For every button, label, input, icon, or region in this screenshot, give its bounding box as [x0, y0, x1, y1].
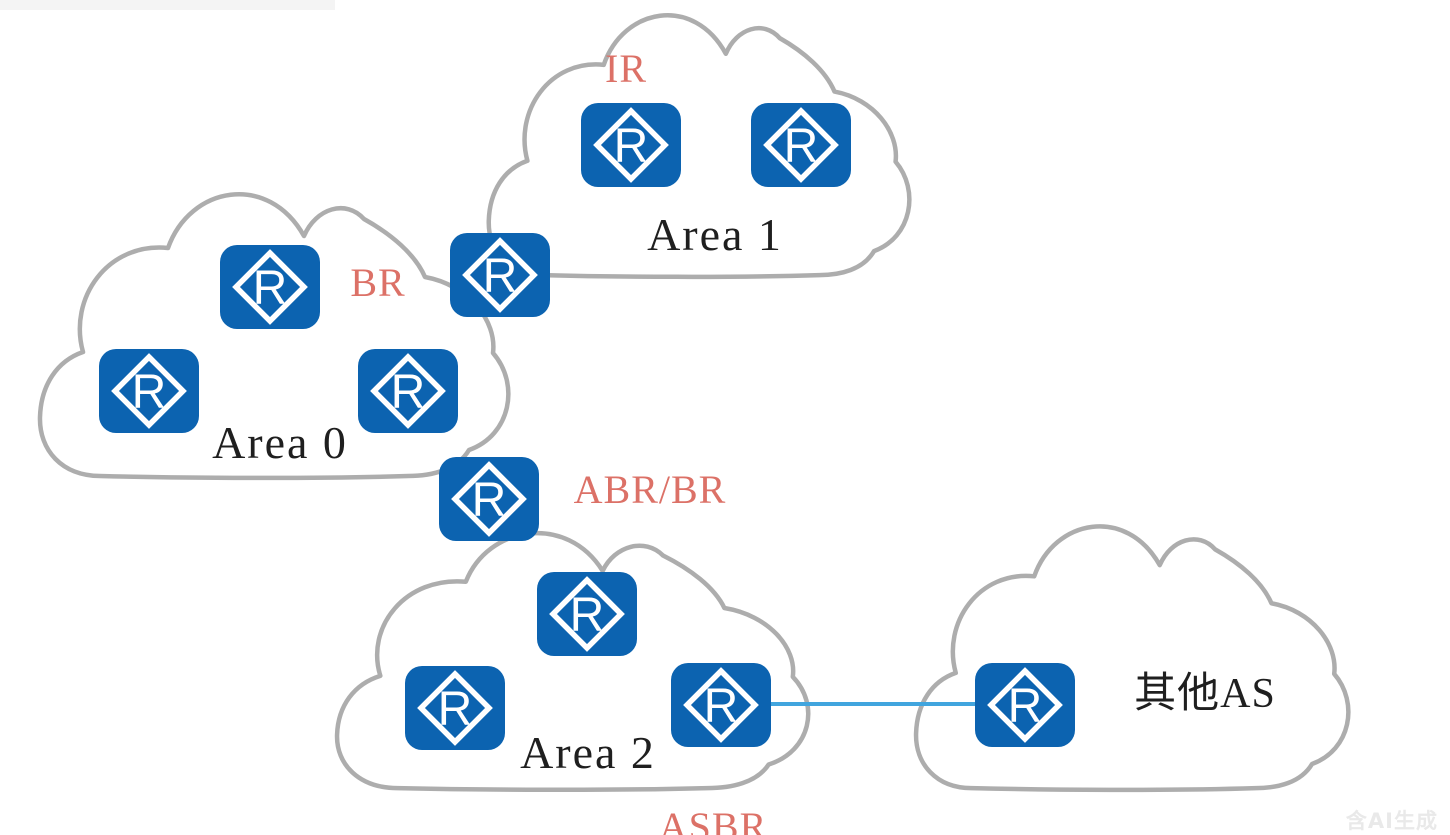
label-area-1: Area 1 — [647, 209, 783, 260]
router-icon-other-as — [975, 663, 1075, 747]
router-icon-abr-area0-area2 — [439, 457, 539, 541]
label-br: BR — [350, 260, 405, 305]
label-abr-br: ABR/BR — [574, 467, 727, 512]
top-edge-artifact — [0, 0, 335, 10]
router-icon-area0-right — [358, 349, 458, 433]
ai-watermark: 含AI生成 — [1346, 809, 1438, 833]
label-ir: IR — [605, 46, 647, 91]
router-icon-asbr-area2 — [671, 663, 771, 747]
router-icon-area0-top — [220, 245, 320, 329]
router-icon-area1-ir-right — [751, 103, 851, 187]
label-area-0: Area 0 — [212, 417, 348, 468]
router-icon-br-area0-area1 — [450, 233, 550, 317]
cloud-other-as — [916, 526, 1348, 790]
router-icon-area1-ir-left — [581, 103, 681, 187]
router-icon-area2-left — [405, 666, 505, 750]
label-asbr: ASBR — [659, 804, 768, 835]
label-other-as: 其他AS — [1134, 671, 1276, 717]
router-icon-area0-left — [99, 349, 199, 433]
label-area-2: Area 2 — [520, 727, 656, 778]
router-icon-area2-top — [537, 572, 637, 656]
